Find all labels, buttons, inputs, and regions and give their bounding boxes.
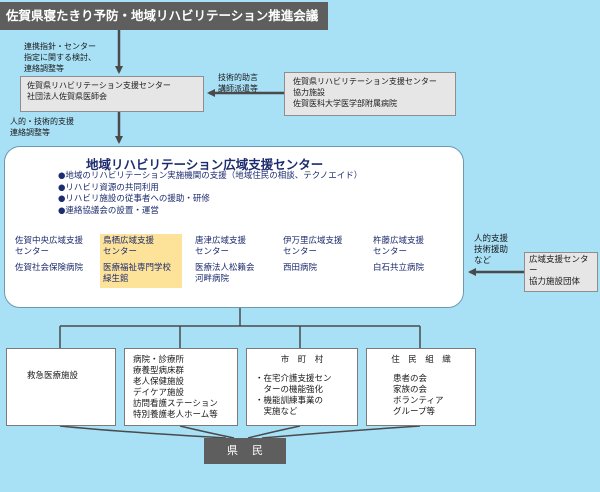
label-right-support: 人的支援 技術援助 など (474, 234, 509, 266)
sub-center-karatsu: 唐津広域支援 センター 医療法人松籟会 河畔病院 (195, 236, 255, 284)
panel-bullets: ●地域のリハビリテーション実施機関の支援（地域住民の相談、テクノエイド） ●リハ… (58, 171, 362, 217)
label-top-arrow: 連携指針・センター 指定に関する検討、 連絡調整等 (24, 42, 96, 73)
bottom-box-municipality: 市 町 村 ・在宅介護支援セン ターの機能強化 ・機能訓練事業の 実施など (246, 348, 358, 426)
panel-title: 地域リハビリテーション広域支援センター (86, 157, 324, 172)
wide-area-panel (4, 146, 464, 308)
cooperating-group-box: 広域支援センター 協力施設団体 (524, 252, 598, 292)
bullet-item: ●地域のリハビリテーション実施機関の支援（地域住民の相談、テクノエイド） (58, 171, 363, 181)
sub-center-imari: 伊万里広域支援 センター 西田病院 (283, 236, 343, 273)
bottom-box-institutions: 病院・診療所 療養型病床群 老人保健施設 デイケア施設 訪問看護ステーション 特… (124, 348, 238, 426)
sub-center-tosu: 鳥栖広域支援 センター 医療福祉専門学校 緑生館 (100, 234, 182, 288)
bullet-item: ●リハビリ施設の従事者への援助・研修 (58, 194, 210, 204)
label-left-arrow: 人的・技術的支援 連絡調整等 (10, 117, 74, 137)
bottom-box-emergency: 救急医療施設 (6, 348, 116, 426)
top-banner: 佐賀県寝たきり予防・地域リハビリテーション推進会議 (0, 2, 328, 30)
sub-center-saga: 佐賀中央広域支援 センター 佐賀社会保険病院 (15, 236, 84, 273)
cooperating-facility-box: 佐賀県リハビリテーション支援センター 協力施設 佐賀医科大学医学部附属病院 (284, 72, 456, 116)
sub-center-kito: 杵藤広域支援 センター 白石共立病院 (373, 236, 425, 273)
bullet-item: ●リハビリ資源の共同利用 (58, 182, 159, 193)
bullet-item: ●連絡協議会の設置・運営 (58, 205, 159, 216)
support-center-box: 佐賀県リハビリテーション支援センター 社団法人佐賀県医師会 (20, 76, 204, 112)
bottom-box-residents: 住 民 組 織 患者の会 家族の会 ボランティア グループ等 (366, 348, 476, 426)
prefecture-residents-box: 県民 (204, 438, 286, 464)
label-technical-advice: 技術的助言 講師派遣等 (218, 73, 258, 93)
